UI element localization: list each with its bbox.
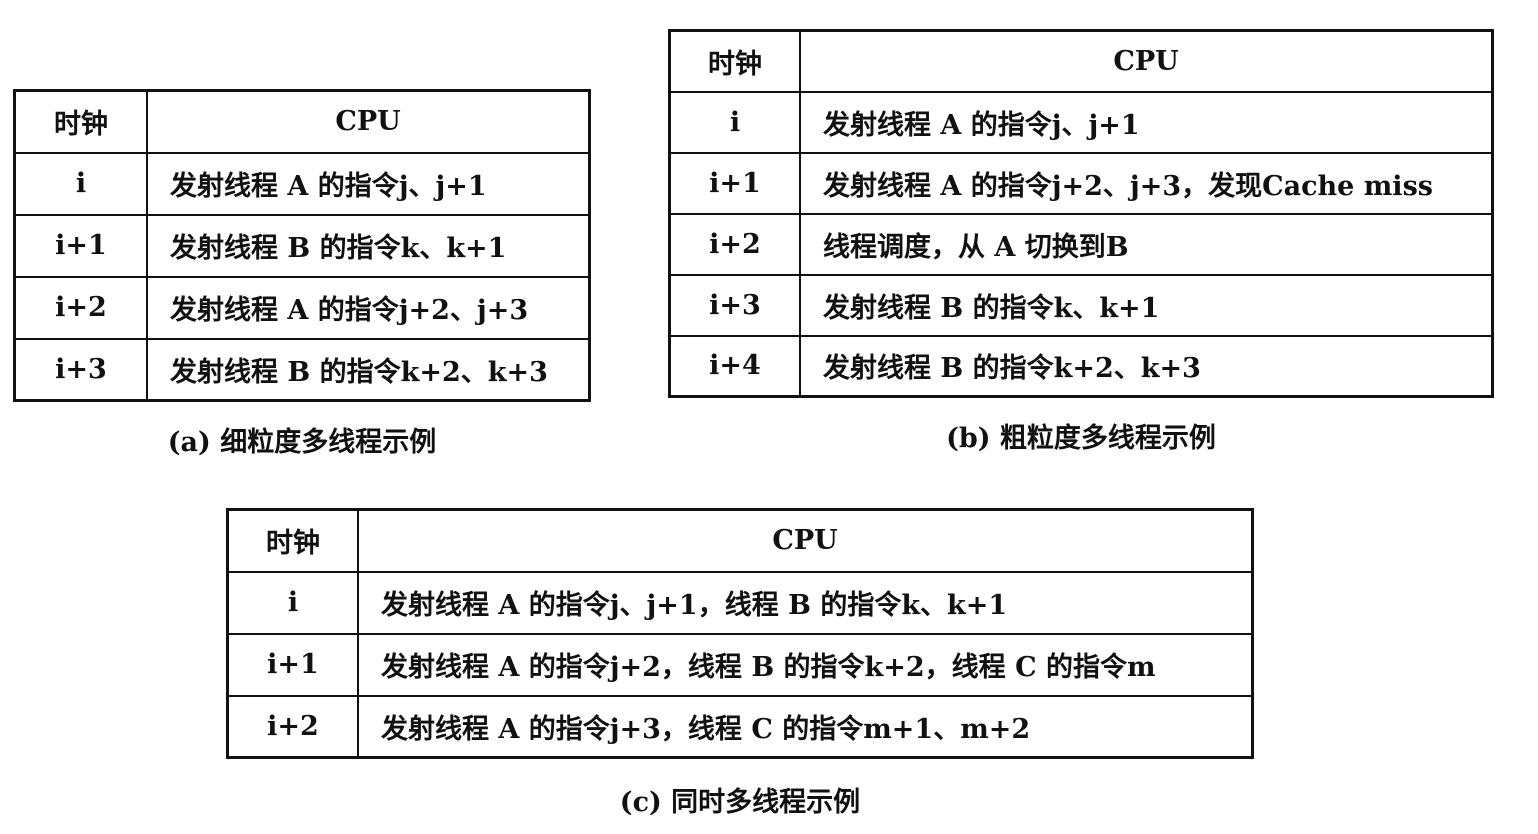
cpu-cell: 发射线程 A 的指令j+2、j+3，发现Cache miss bbox=[799, 151, 1494, 215]
clock-cell: i bbox=[13, 151, 148, 216]
cpu-cell: 发射线程 A 的指令j+3，线程 C 的指令m+1、m+2 bbox=[357, 694, 1254, 759]
cpu-header: CPU bbox=[357, 508, 1254, 573]
table-row: i+2 线程调度，从 A 切换到B bbox=[668, 212, 1494, 276]
table-row: i+1 发射线程 A 的指令j+2、j+3，发现Cache miss bbox=[668, 151, 1494, 215]
simultaneous-table: 时钟 CPU i 发射线程 A 的指令j、j+1，线程 B 的指令k、k+1 i… bbox=[226, 508, 1254, 759]
cpu-header: CPU bbox=[146, 89, 591, 154]
fine-grained-caption: (a) 细粒度多线程示例 bbox=[167, 427, 437, 458]
table-row: i+3 发射线程 B 的指令k、k+1 bbox=[668, 273, 1494, 337]
table-header-row: 时钟 CPU bbox=[13, 89, 591, 154]
cpu-cell: 发射线程 A 的指令j、j+1 bbox=[146, 151, 591, 216]
table-row: i+2 发射线程 A 的指令j+2、j+3 bbox=[13, 275, 591, 340]
table-row: i 发射线程 A 的指令j、j+1，线程 B 的指令k、k+1 bbox=[226, 570, 1254, 635]
cpu-cell: 发射线程 B 的指令k+2、k+3 bbox=[799, 334, 1494, 398]
cpu-cell: 发射线程 A 的指令j+2，线程 B 的指令k+2，线程 C 的指令m bbox=[357, 632, 1254, 697]
table-header-row: 时钟 CPU bbox=[226, 508, 1254, 573]
simultaneous-caption: (c) 同时多线程示例 bbox=[619, 787, 861, 818]
cpu-header: CPU bbox=[799, 29, 1494, 93]
table-row: i 发射线程 A 的指令j、j+1 bbox=[668, 90, 1494, 154]
clock-header: 时钟 bbox=[226, 508, 359, 573]
clock-cell: i+2 bbox=[13, 275, 148, 340]
clock-header: 时钟 bbox=[13, 89, 148, 154]
table-header-row: 时钟 CPU bbox=[668, 29, 1494, 93]
clock-cell: i+1 bbox=[226, 632, 359, 697]
coarse-grained-caption: (b) 粗粒度多线程示例 bbox=[946, 423, 1216, 454]
table-row: i+3 发射线程 B 的指令k+2、k+3 bbox=[13, 337, 591, 402]
clock-cell: i+4 bbox=[668, 334, 801, 398]
clock-cell: i+1 bbox=[668, 151, 801, 215]
cpu-cell: 发射线程 A 的指令j、j+1 bbox=[799, 90, 1494, 154]
clock-header: 时钟 bbox=[668, 29, 801, 93]
cpu-cell: 发射线程 B 的指令k、k+1 bbox=[146, 213, 591, 278]
clock-cell: i bbox=[226, 570, 359, 635]
clock-cell: i+2 bbox=[226, 694, 359, 759]
coarse-grained-table: 时钟 CPU i 发射线程 A 的指令j、j+1 i+1 发射线程 A 的指令j… bbox=[668, 29, 1494, 398]
table-row: i+1 发射线程 A 的指令j+2，线程 B 的指令k+2，线程 C 的指令m bbox=[226, 632, 1254, 697]
clock-cell: i+3 bbox=[668, 273, 801, 337]
clock-cell: i bbox=[668, 90, 801, 154]
cpu-cell: 发射线程 B 的指令k+2、k+3 bbox=[146, 337, 591, 402]
table-row: i+2 发射线程 A 的指令j+3，线程 C 的指令m+1、m+2 bbox=[226, 694, 1254, 759]
table-row: i 发射线程 A 的指令j、j+1 bbox=[13, 151, 591, 216]
table-row: i+1 发射线程 B 的指令k、k+1 bbox=[13, 213, 591, 278]
fine-grained-table: 时钟 CPU i 发射线程 A 的指令j、j+1 i+1 发射线程 B 的指令k… bbox=[13, 89, 591, 402]
table-row: i+4 发射线程 B 的指令k+2、k+3 bbox=[668, 334, 1494, 398]
cpu-cell: 发射线程 B 的指令k、k+1 bbox=[799, 273, 1494, 337]
cpu-cell: 发射线程 A 的指令j、j+1，线程 B 的指令k、k+1 bbox=[357, 570, 1254, 635]
clock-cell: i+1 bbox=[13, 213, 148, 278]
cpu-cell: 发射线程 A 的指令j+2、j+3 bbox=[146, 275, 591, 340]
cpu-cell: 线程调度，从 A 切换到B bbox=[799, 212, 1494, 276]
clock-cell: i+2 bbox=[668, 212, 801, 276]
clock-cell: i+3 bbox=[13, 337, 148, 402]
